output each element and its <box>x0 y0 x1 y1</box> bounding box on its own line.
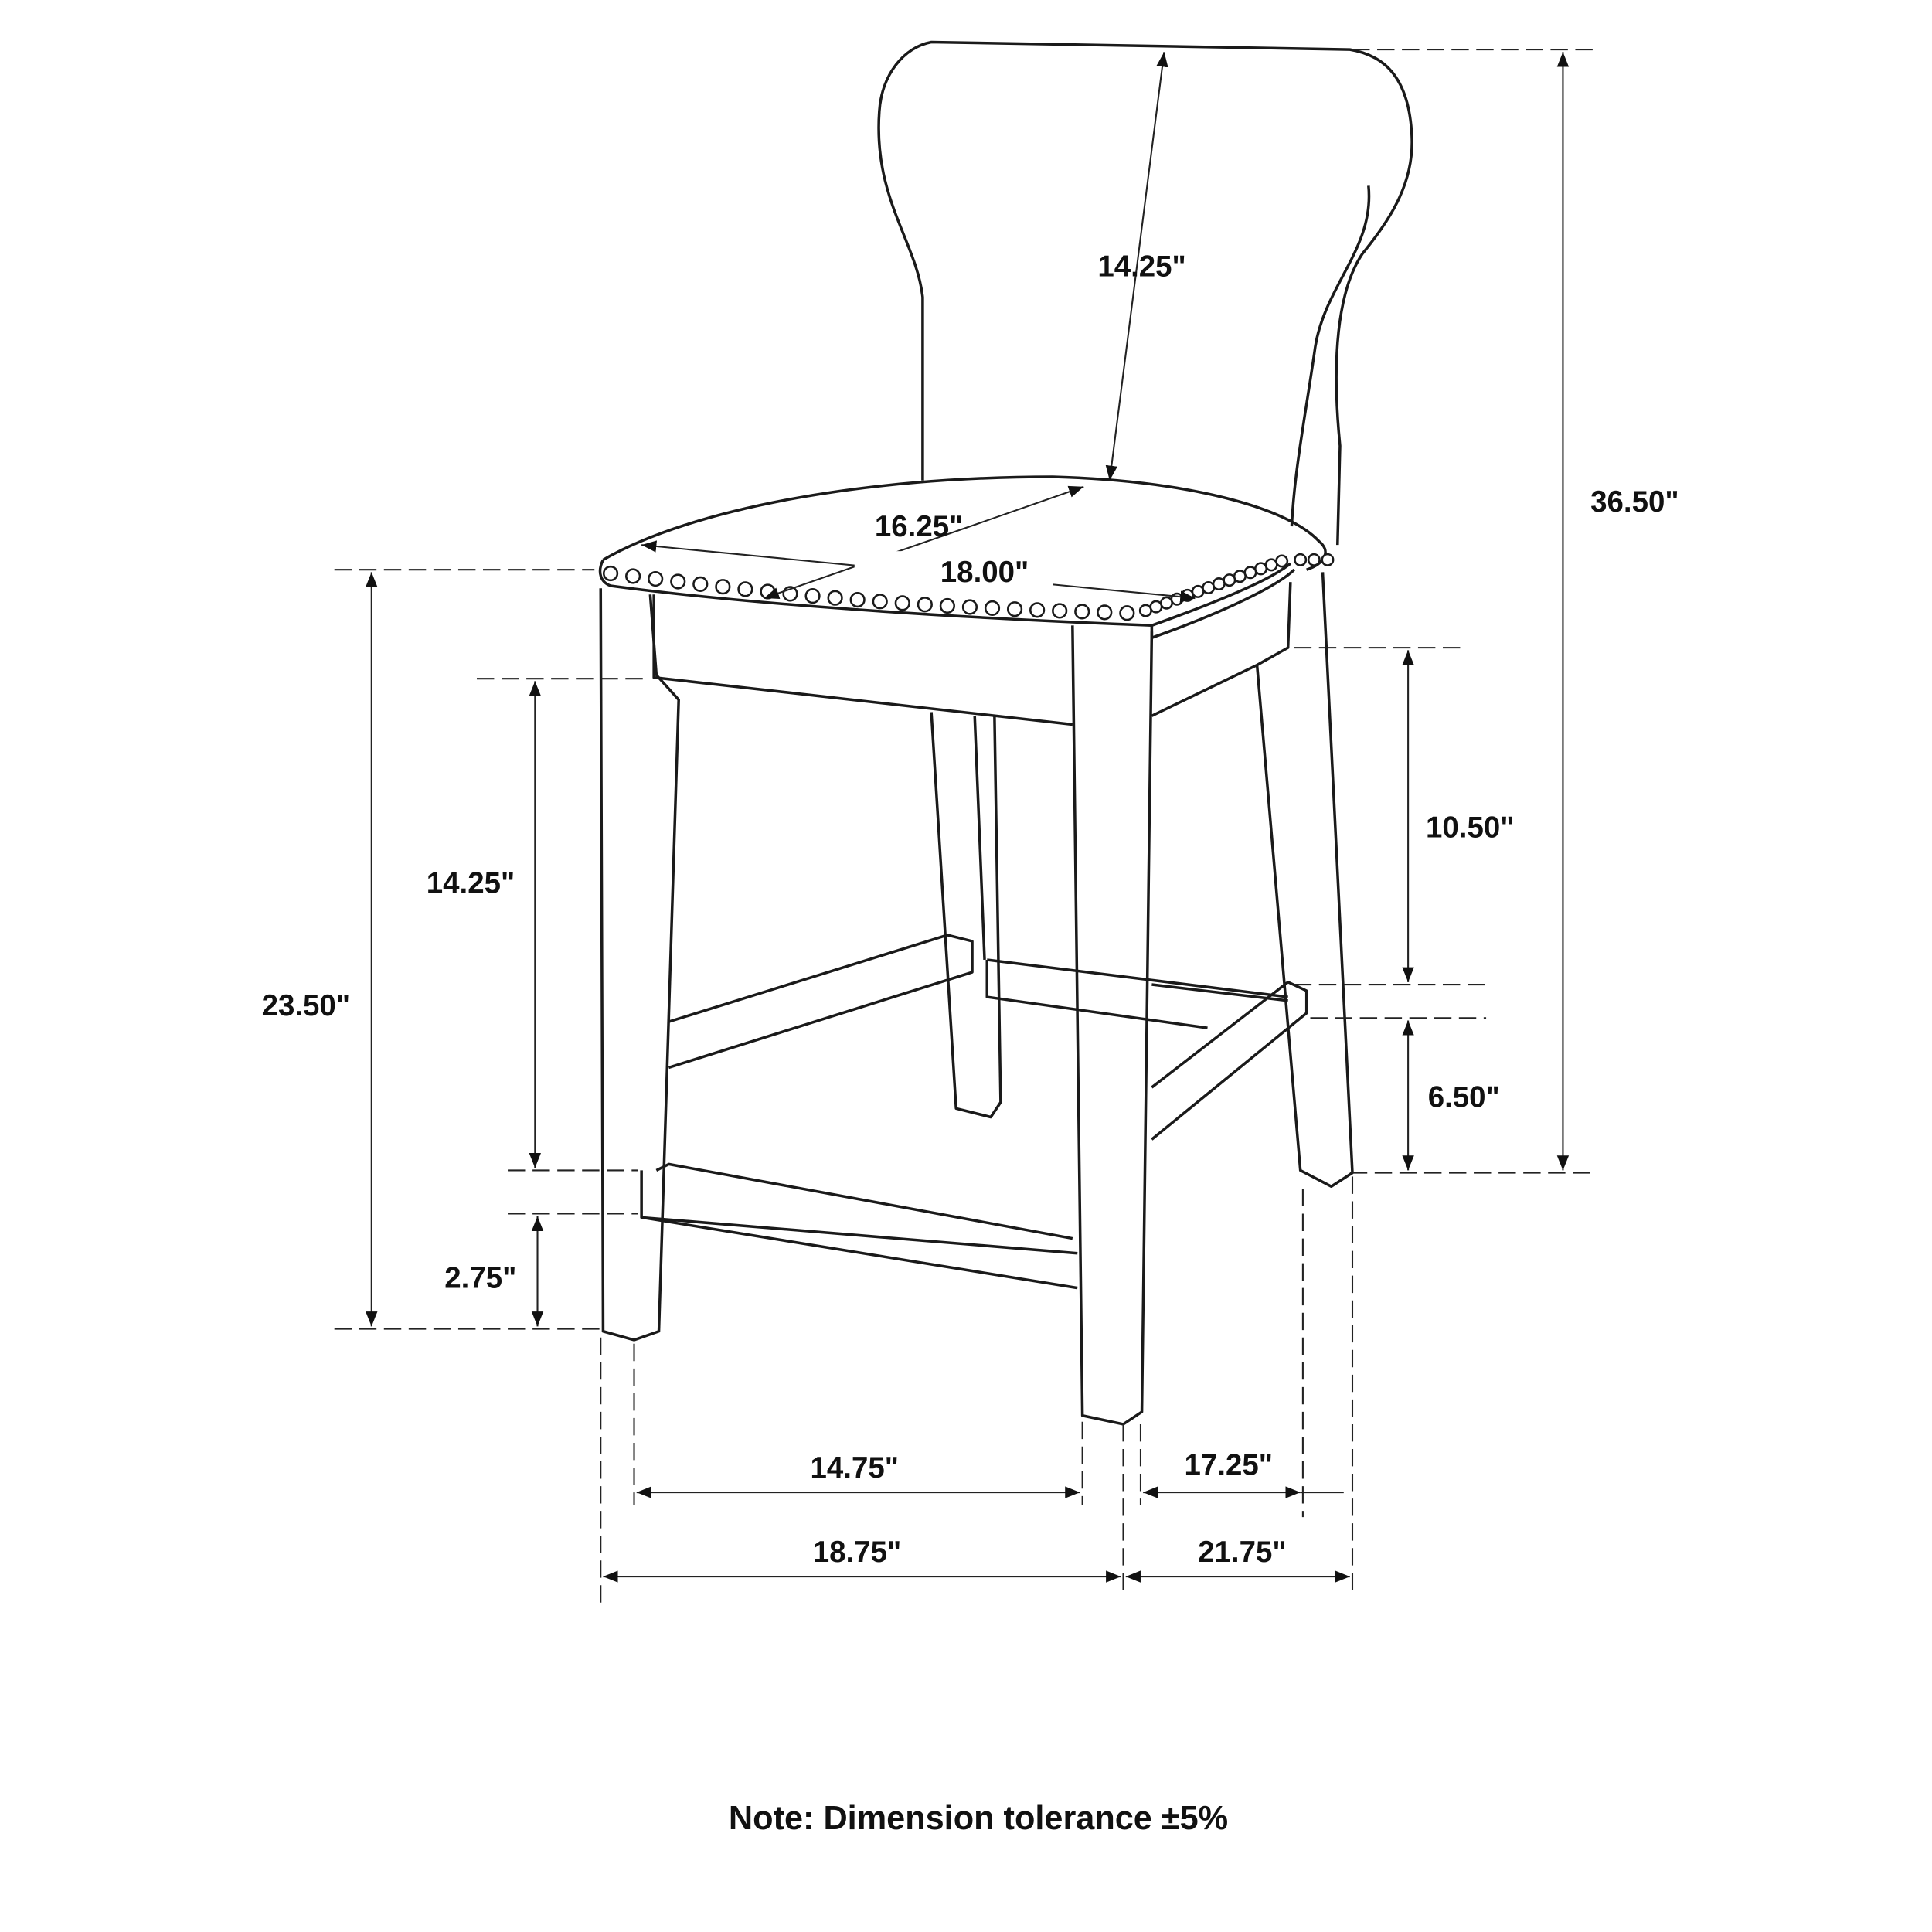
nailhead-stud <box>961 599 978 615</box>
nailhead-stud <box>1294 553 1308 566</box>
side-apron <box>1151 582 1292 717</box>
seat-edge <box>598 559 1291 628</box>
nailhead-stud <box>1006 601 1023 617</box>
nailhead-stud <box>692 576 709 592</box>
nailhead-stud <box>1191 584 1205 598</box>
nailhead-stud <box>849 592 866 608</box>
dim-inner-width: 14.75" <box>811 1451 899 1485</box>
nailhead-stud <box>648 570 664 587</box>
right-side-stretcher <box>1151 981 1308 1141</box>
nailhead-stud <box>1181 588 1195 602</box>
seat-top <box>602 475 1327 571</box>
nailhead-stud <box>984 600 1001 617</box>
nailhead-stud <box>670 573 686 590</box>
nailhead-stud <box>1170 592 1184 606</box>
nailhead-stud <box>1119 605 1135 621</box>
tolerance-note: Note: Dimension tolerance ±5% <box>729 1800 1228 1837</box>
nailhead-stud <box>1275 554 1289 568</box>
nailhead-stud <box>1233 570 1247 583</box>
dim-back-height: 14.25" <box>1097 250 1185 283</box>
nailhead-stud <box>1307 553 1321 566</box>
nailhead-stud <box>1097 604 1113 621</box>
dim-back-leg-upper: 10.50" <box>1426 811 1514 844</box>
nailhead-stud <box>1243 566 1257 580</box>
front-stretcher <box>640 1162 1078 1290</box>
nailhead-stud <box>917 597 933 613</box>
dimension-lines <box>366 52 1570 1583</box>
nailhead-stud <box>1052 603 1068 619</box>
extension-lines <box>334 49 1598 1604</box>
nailhead-stud <box>602 565 619 582</box>
front-apron <box>652 594 1073 726</box>
nailhead-stud <box>1029 602 1046 618</box>
left-side-stretcher <box>668 934 974 1070</box>
nailhead-stud <box>1159 596 1173 610</box>
nailhead-stud <box>737 581 753 597</box>
nailhead-stud <box>1149 600 1163 614</box>
nailhead-stud <box>1264 558 1278 572</box>
front-left-leg <box>599 588 680 1342</box>
nailhead-stud <box>1202 580 1216 594</box>
dim-apron-to-stretcher: 14.25" <box>427 866 515 900</box>
dim-seat-depth: 16.25" <box>875 510 963 543</box>
nailhead-stud <box>1074 604 1090 620</box>
nailhead-stud <box>1321 553 1335 566</box>
dim-inner-depth: 17.25" <box>1185 1449 1273 1482</box>
back-left-leg <box>930 712 1002 1119</box>
dim-overall-width: 18.75" <box>813 1536 901 1569</box>
nailhead-stud <box>715 579 731 595</box>
nailhead-stud <box>894 595 910 611</box>
nailhead-stud <box>827 590 843 606</box>
dim-overall-height: 36.50" <box>1590 485 1679 519</box>
nailhead-stud <box>939 597 955 614</box>
chair-back <box>877 40 1413 546</box>
nailhead-stud <box>1254 562 1268 576</box>
back-right-leg <box>1255 572 1354 1189</box>
back-side-edge <box>1290 185 1371 527</box>
dim-seat-width: 18.00" <box>940 556 1029 589</box>
dim-back-stretcher-height: 6.50" <box>1428 1081 1500 1114</box>
dim-overall-depth: 21.75" <box>1198 1536 1286 1569</box>
seat-side <box>1150 568 1295 640</box>
nailhead-stud <box>872 594 888 610</box>
nailhead-stud <box>625 568 641 584</box>
nailhead-stud <box>1223 573 1236 587</box>
nailhead-stud <box>1212 577 1226 591</box>
dim-seat-height: 23.50" <box>262 989 350 1022</box>
dim-front-stretcher-height: 2.75" <box>444 1262 516 1295</box>
nailhead-stud <box>1138 604 1152 617</box>
front-right-leg <box>1071 625 1154 1426</box>
stool-drawing <box>598 40 1413 1426</box>
nailhead-stud <box>804 588 821 604</box>
